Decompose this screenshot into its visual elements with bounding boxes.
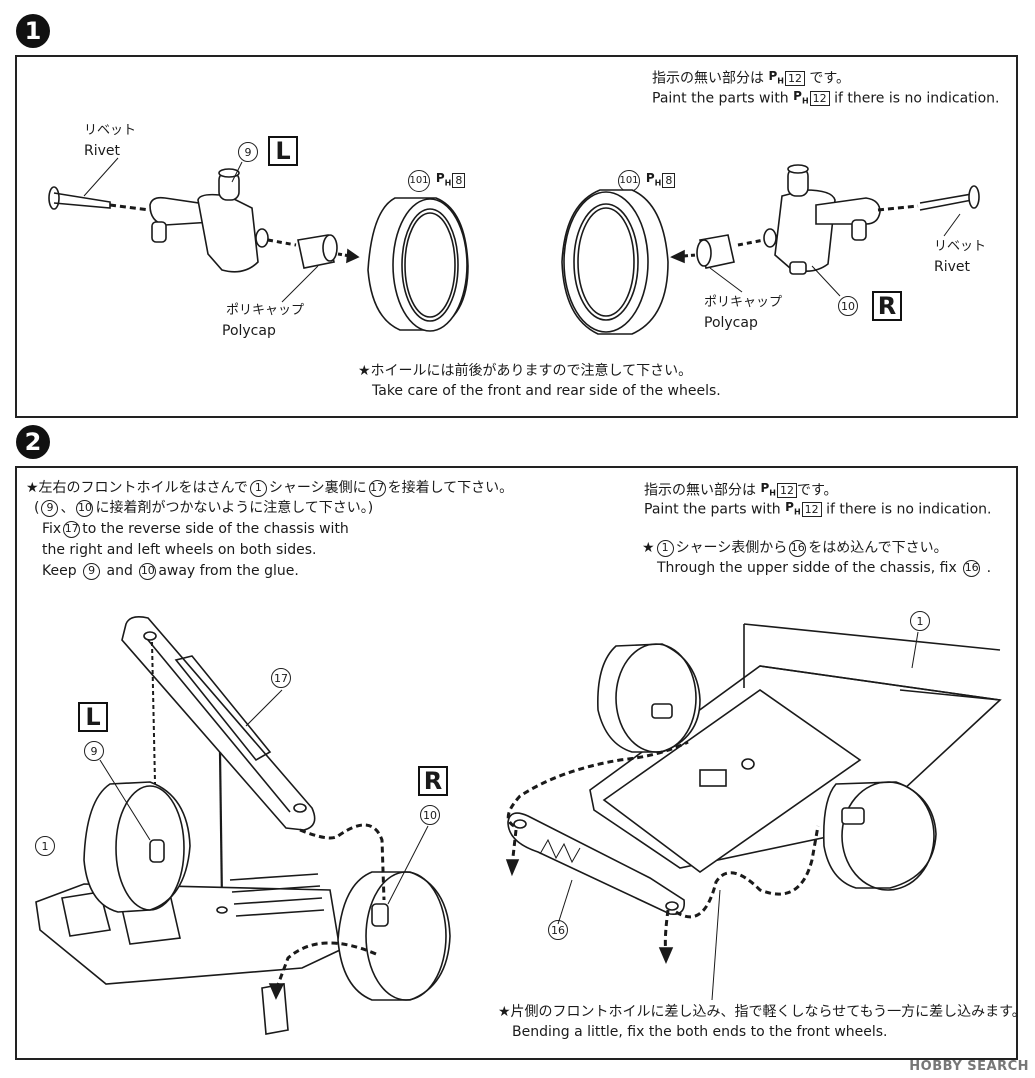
rivet-right-drawing — [877, 185, 980, 212]
step2-part-16-callout: 16 — [548, 920, 568, 940]
knuckle-right-drawing — [763, 164, 881, 275]
wheel-step2-right-drawing — [337, 825, 451, 1001]
step2-part-1-right-callout: 1 — [910, 611, 930, 631]
rivet-left-drawing — [48, 186, 151, 212]
side-right-badge: R — [872, 291, 902, 321]
polycap-left-drawing — [297, 234, 360, 269]
step-1-panel — [15, 55, 1018, 418]
step-2-panel — [15, 466, 1018, 1060]
spring-16-drawing — [507, 812, 686, 925]
part-10-callout: 10 — [838, 296, 858, 316]
wheel-right-drawing — [561, 189, 669, 335]
polycap-right-drawing — [670, 234, 765, 269]
part-9-callout: 9 — [238, 142, 258, 162]
step2-right-en: Through the upper sidde of the chassis, … — [657, 559, 992, 577]
step2-part-9-callout: 9 — [84, 741, 104, 761]
polycap-label-left-jp: ポリキャップ — [226, 303, 305, 318]
polycap-label-right-en: Polycap — [704, 315, 758, 331]
step-2-badge: 2 — [16, 425, 50, 459]
step2-part-1-left-callout: 1 — [35, 836, 55, 856]
wheel-left-drawing — [367, 197, 469, 332]
rivet-label-right-en: Rivet — [934, 259, 971, 275]
step-1-badge: 1 — [16, 14, 50, 48]
rivet-label-left-en: Rivet — [84, 143, 121, 159]
bar-17-drawing — [121, 616, 316, 831]
wheel-rear-right-drawing — [822, 781, 937, 891]
polycap-label-left-en: Polycap — [222, 323, 276, 339]
step2-side-right-badge: R — [418, 766, 448, 796]
rivet-label-right-jp: リベット — [934, 239, 987, 254]
step2-part-10-callout: 10 — [420, 805, 440, 825]
wheel-front-right-drawing — [597, 643, 701, 753]
step2-bottom-jp: ★片側のフロントホイルに差し込み、指で軽くしならせてもう一方に差し込みます。 — [498, 1004, 1026, 1020]
step1-note-jp: ★ホイールには前後がありますので注意して下さい。 — [358, 363, 693, 379]
wheel-step2-left-drawing — [83, 759, 191, 913]
knuckle-left-drawing — [149, 168, 297, 273]
step2-part-17-callout: 17 — [271, 668, 291, 688]
step2-side-left-badge: L — [78, 702, 108, 732]
step2-left-en2: the right and left wheels on both sides. — [42, 542, 317, 558]
step2-bottom-en: Bending a little, fix the both ends to t… — [512, 1024, 888, 1040]
watermark: HOBBY SEARCH — [909, 1059, 1029, 1074]
side-left-badge: L — [268, 136, 298, 166]
rivet-label-left-jp: リベット — [84, 123, 137, 138]
polycap-label-right-jp: ポリキャップ — [704, 295, 783, 310]
step1-note-en: Take care of the front and rear side of … — [372, 383, 721, 399]
